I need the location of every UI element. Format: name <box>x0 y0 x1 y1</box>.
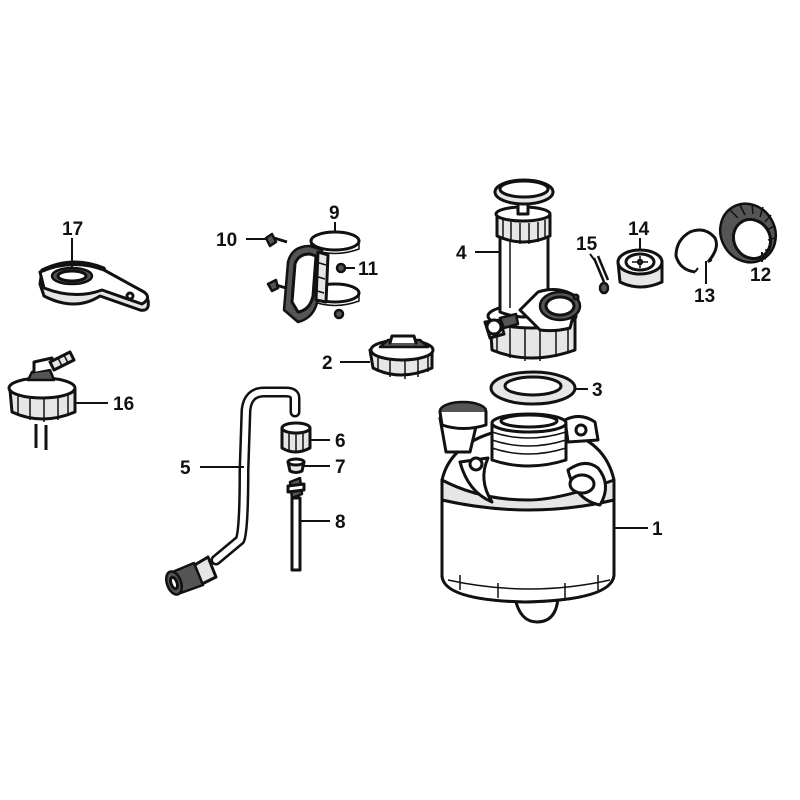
callout-14: 14 <box>628 219 650 240</box>
callout-11: 11 <box>358 259 379 280</box>
leader-lines <box>71 222 763 529</box>
part-retaining-ring <box>674 228 718 274</box>
part-wrench <box>38 260 150 312</box>
callout-12: 12 <box>750 265 771 286</box>
part-pump-assembly <box>483 178 582 361</box>
callout-3: 3 <box>592 380 603 401</box>
part-gear-ring <box>718 202 778 264</box>
part-valve <box>7 350 77 450</box>
part-tank <box>438 400 616 624</box>
callout-7: 7 <box>335 457 346 478</box>
callout-15: 15 <box>576 234 598 255</box>
callout-5: 5 <box>180 458 191 479</box>
part-ferrule <box>286 457 306 474</box>
part-hose <box>164 386 301 596</box>
part-pins <box>592 255 610 295</box>
callout-1: 1 <box>652 519 663 540</box>
callout-17: 17 <box>62 219 83 240</box>
callout-16: 16 <box>113 394 134 415</box>
part-bracket <box>282 230 361 324</box>
callout-labels: 1 2 3 4 5 6 7 8 9 10 11 12 13 14 15 16 1… <box>62 203 771 540</box>
callout-13: 13 <box>694 286 715 307</box>
callout-2: 2 <box>322 353 333 374</box>
callout-9: 9 <box>329 203 340 224</box>
part-cap <box>368 334 435 379</box>
part-dip-tube <box>286 476 306 572</box>
callout-4: 4 <box>456 243 467 264</box>
callout-8: 8 <box>335 512 346 533</box>
part-screw-11 <box>333 262 347 320</box>
part-o-ring <box>489 370 577 406</box>
callout-6: 6 <box>335 431 346 452</box>
part-screw-10 <box>264 232 288 293</box>
part-gauge-cap <box>616 248 664 289</box>
part-nut <box>280 421 312 454</box>
callout-10: 10 <box>216 230 237 251</box>
